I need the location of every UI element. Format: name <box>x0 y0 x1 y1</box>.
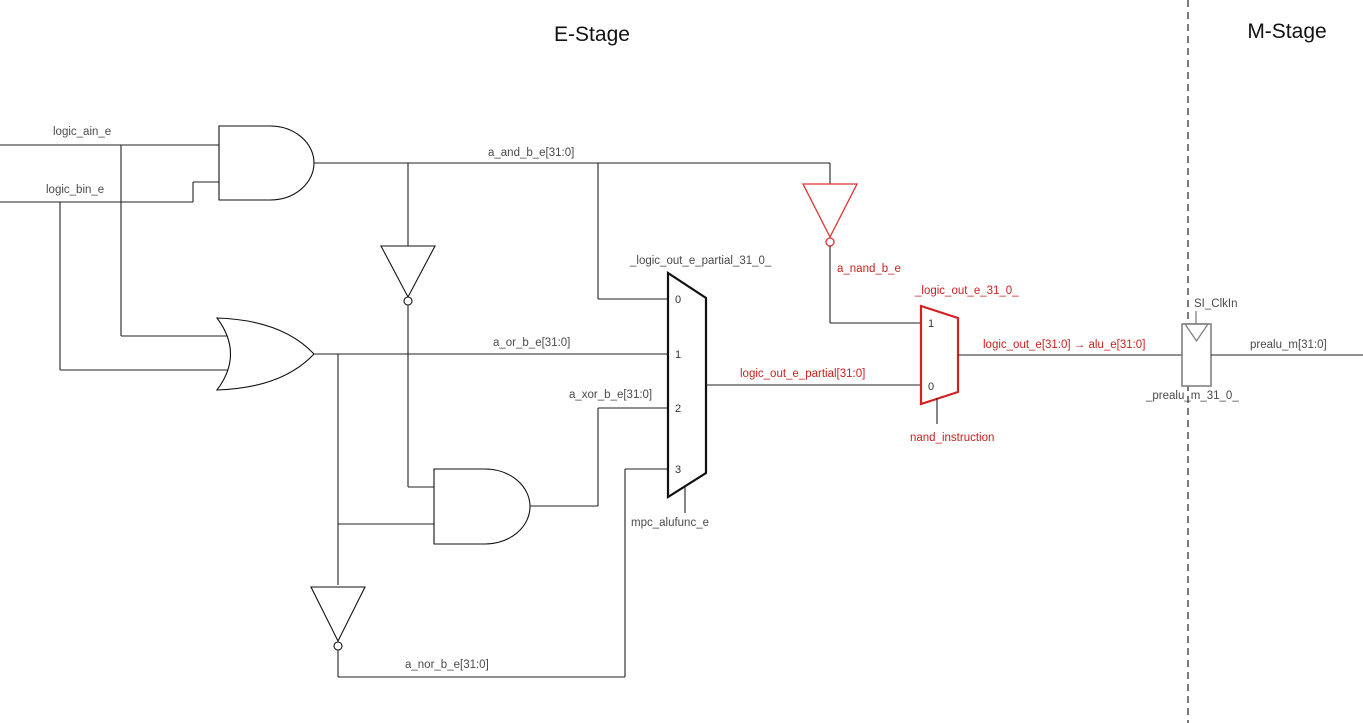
and-output-label: a_and_b_e[31:0] <box>488 147 574 159</box>
logic-ain-label: logic_ain_e <box>53 126 111 138</box>
mux1-pin-0: 0 <box>675 294 681 306</box>
mux1-output-label: logic_out_e_partial[31:0] <box>740 368 865 380</box>
logic-out-partial-mux <box>666 270 708 499</box>
logic-bin-label: logic_bin_e <box>46 184 104 196</box>
and-gate <box>218 125 315 201</box>
mux2-pin-0: 0 <box>928 381 934 393</box>
mux1-pin-2: 2 <box>675 403 681 415</box>
nand-inverter-bubble <box>825 237 835 247</box>
inverter-nor <box>310 586 366 643</box>
nand-output-label: a_nand_b_e <box>837 263 901 275</box>
or-gate <box>215 317 315 391</box>
logic-out-mux <box>919 304 960 406</box>
xor-output-label: a_xor_b_e[31:0] <box>569 389 652 401</box>
inverter-and-branch-wire <box>407 305 434 488</box>
nand-inverter <box>801 183 859 239</box>
inverter-nor-bubble <box>333 641 343 651</box>
register-name-label: _prealu_m_31_0_ <box>1145 390 1239 402</box>
inverter-and-branch-bubble <box>403 296 413 306</box>
register-output-label: prealu_m[31:0] <box>1250 339 1327 351</box>
mux1-select-label: mpc_alufunc_e <box>631 517 709 529</box>
m-stage-title: M-Stage <box>1247 20 1326 43</box>
prealu-register <box>1181 323 1212 387</box>
mux2-name-label: _logic_out_e_31_0_ <box>914 285 1019 297</box>
xor-and-gate <box>433 468 531 545</box>
mux2-select-label: nand_instruction <box>910 432 994 444</box>
mux2-pin-1: 1 <box>928 318 934 330</box>
nor-output-wires <box>337 468 668 678</box>
and-output-wires <box>314 162 831 300</box>
xor-output-wires <box>530 407 668 507</box>
or-output-wires <box>314 353 668 585</box>
nor-output-label: a_nor_b_e[31:0] <box>405 659 489 671</box>
or-output-label: a_or_b_e[31:0] <box>493 337 570 349</box>
mux1-name-label: _logic_out_e_partial_31_0_ <box>629 255 772 267</box>
nand-output-wires <box>829 246 921 324</box>
clock-label: SI_ClkIn <box>1194 298 1237 310</box>
mux2-output-label: logic_out_e[31:0] → alu_e[31:0] <box>983 339 1145 351</box>
e-stage-title: E-Stage <box>554 23 630 46</box>
mux1-pin-3: 3 <box>675 464 681 476</box>
mux1-pin-1: 1 <box>675 349 681 361</box>
inverter-and-branch <box>380 245 436 299</box>
input-wires <box>0 144 229 371</box>
